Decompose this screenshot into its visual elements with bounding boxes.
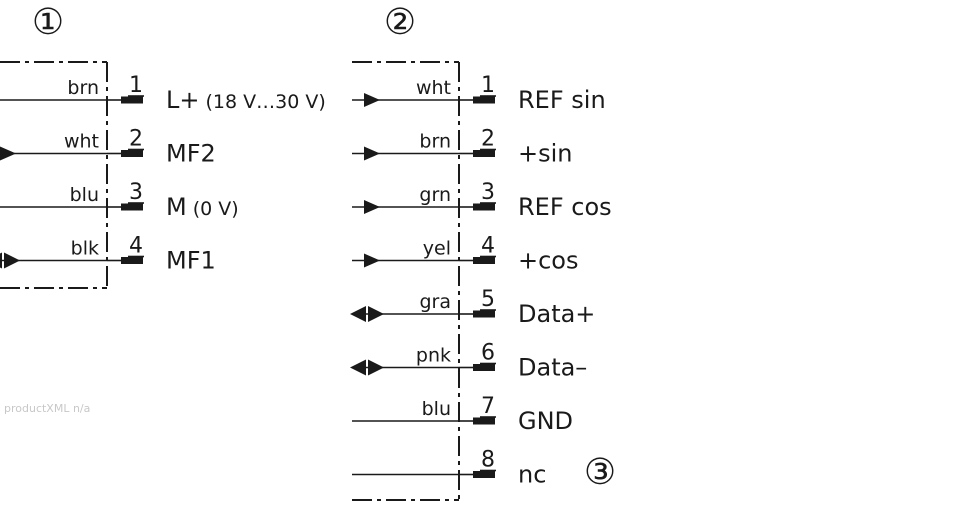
connector-1-marker: ① [32, 2, 64, 43]
pin-contact [473, 96, 495, 104]
connector-2-pin-2: brn 2 +sin [352, 127, 573, 168]
pin-contact [473, 417, 495, 425]
pin-contact [473, 150, 495, 157]
signal-in-arrow-icon [0, 146, 16, 161]
signal-in-arrow-icon [364, 253, 380, 268]
signal-in-arrow-icon [368, 359, 384, 376]
pin-number: 1 [481, 73, 495, 98]
pin-number: 5 [481, 287, 495, 312]
signal-label: M(0 V) [166, 193, 239, 221]
wire-color-label: pnk [416, 345, 451, 367]
pin-number: 2 [481, 127, 495, 152]
pin-contact [473, 364, 495, 371]
signal-in-arrow-icon [4, 252, 20, 269]
signal-label: L+(18 V…30 V) [166, 86, 326, 114]
signal-label: MF1 [166, 247, 216, 275]
signal-in-arrow-icon [364, 93, 380, 107]
footnote-marker: ③ [584, 452, 616, 493]
watermark: productXML n/a [4, 402, 90, 415]
wire-color-label: blu [70, 184, 99, 206]
wire-color-label: grn [419, 184, 451, 206]
wire-color-label: brn [419, 131, 451, 153]
pin-number: 4 [129, 234, 143, 259]
pin-number: 3 [481, 180, 495, 205]
connector-1-pin-1: brn 1L+(18 V…30 V) [0, 73, 326, 114]
pin-number: 6 [481, 341, 495, 366]
signal-label: nc [518, 461, 546, 489]
wire-color-label: brn [67, 77, 99, 99]
connector-2-frame [352, 61, 460, 501]
wire-color-label: wht [416, 77, 451, 99]
pin-contact [121, 150, 143, 157]
pin-contact [121, 96, 143, 104]
connector-2-pin-4: yel 4 +cos [352, 234, 579, 275]
wire-color-label: blu [422, 398, 451, 420]
pin-number: 1 [129, 73, 143, 98]
pin-number: 7 [481, 394, 495, 419]
wire-color-label: wht [64, 131, 99, 153]
pin-contact [121, 203, 143, 211]
pin-number: 4 [481, 234, 495, 259]
signal-label: Data+ [518, 300, 595, 328]
connector-2-marker: ② [384, 2, 416, 43]
signal-label: REF sin [518, 86, 606, 114]
connector-2-pin-8: 8 nc [352, 448, 546, 489]
pin-contact [473, 471, 495, 478]
signal-label: +cos [518, 247, 579, 275]
connector-1-pin-3: blu 3M(0 V) [0, 180, 239, 221]
pin-contact [121, 257, 143, 264]
signal-label: MF2 [166, 140, 216, 168]
signal-in-arrow-icon [368, 306, 384, 322]
signal-label: REF cos [518, 193, 612, 221]
signal-label: Data– [518, 354, 587, 382]
pin-number: 3 [129, 180, 143, 205]
signal-out-arrow-icon [0, 252, 2, 269]
pin-contact [473, 310, 495, 318]
pin-contact [473, 203, 495, 211]
signal-label: GND [518, 407, 573, 435]
pin-number: 2 [129, 127, 143, 152]
signal-in-arrow-icon [364, 146, 380, 161]
signal-label: +sin [518, 140, 573, 168]
wire-color-label: blk [71, 238, 99, 260]
wire-color-label: yel [423, 238, 451, 260]
wire-color-label: gra [419, 291, 451, 313]
signal-out-arrow-icon [350, 306, 366, 322]
pin-number: 8 [481, 448, 495, 473]
signal-in-arrow-icon [364, 200, 380, 214]
pin-contact [473, 257, 495, 264]
signal-out-arrow-icon [350, 359, 366, 376]
